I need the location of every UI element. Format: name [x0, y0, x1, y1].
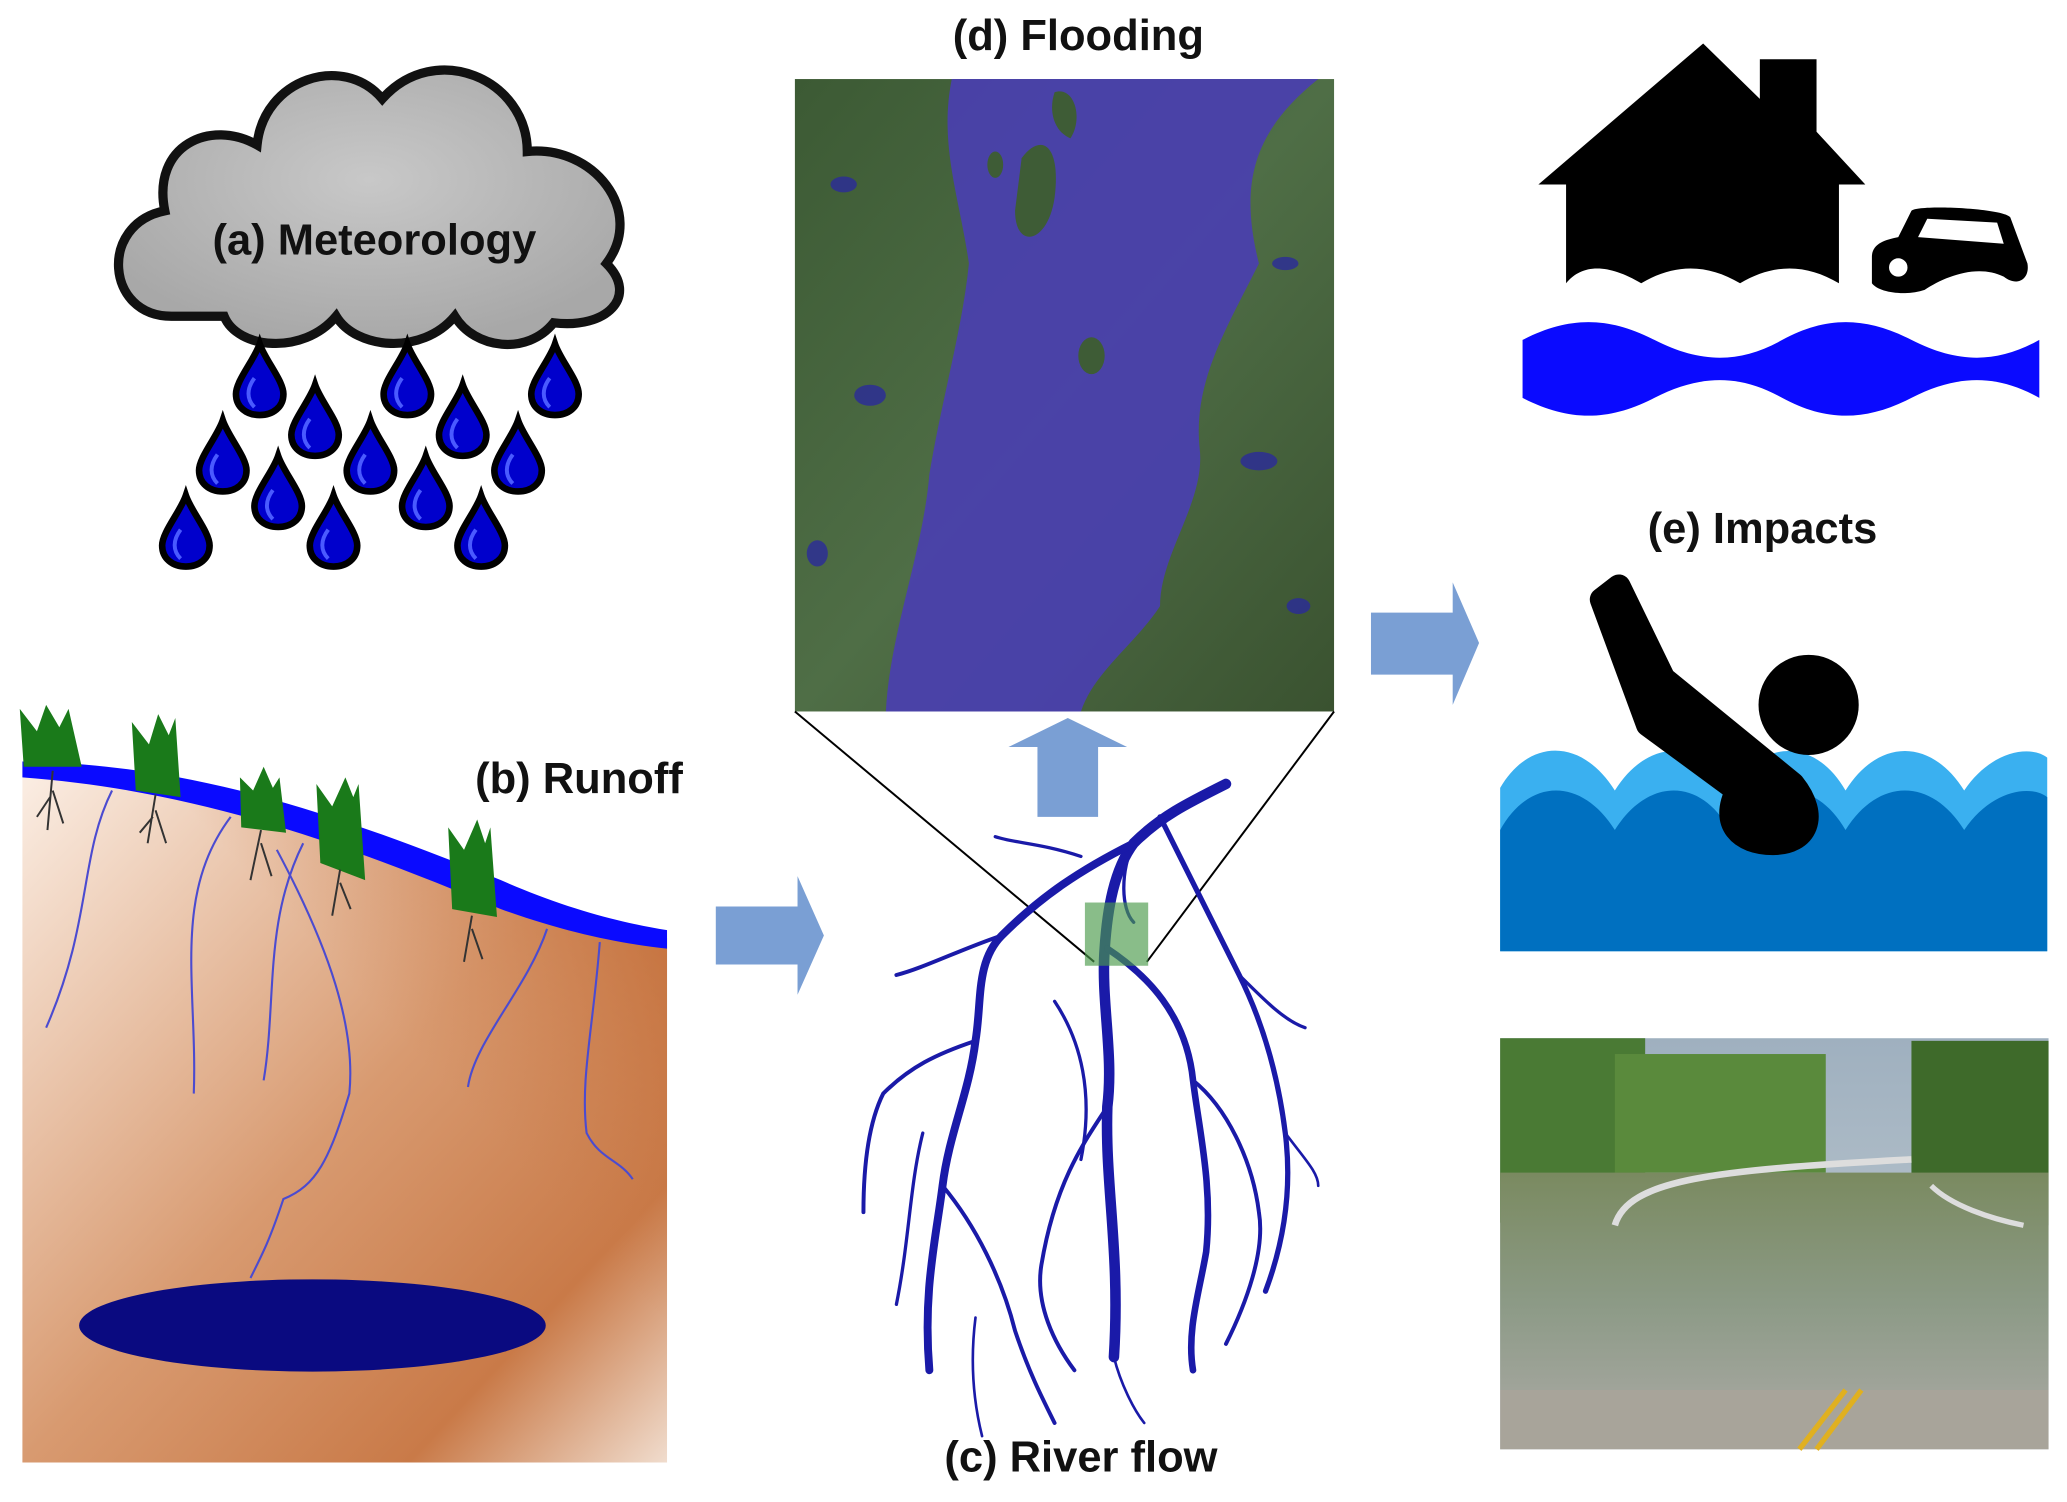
label-meteorology: (a) Meteorology: [212, 216, 536, 264]
islands: [987, 91, 1105, 375]
surface-runoff-water: [22, 761, 668, 949]
raindrops-icon: [162, 344, 579, 567]
impacts-panel: (e) Impacts: [1500, 43, 2049, 1451]
infiltration-paths: [45, 790, 634, 1279]
meteorology-panel: (a) Meteorology: [114, 65, 625, 567]
flood-wave-icon: [1522, 322, 2040, 416]
arrow-right-runoff-to-river: [715, 876, 824, 995]
zoom-region-highlight: [1084, 902, 1149, 966]
label-runoff: (b) Runoff: [475, 755, 683, 803]
river-network: [861, 778, 1320, 1438]
flooded-house-icon: [1522, 43, 2040, 416]
roots: [36, 770, 484, 962]
cloud-icon: [114, 65, 625, 349]
arrow-right-flooding-to-impacts: [1370, 582, 1480, 705]
groundwater-aquifer: [79, 1279, 546, 1372]
label-flooding: (d) Flooding: [953, 12, 1204, 60]
flooded-river-area: [885, 79, 1319, 712]
grass-icons: [19, 704, 497, 918]
label-river-flow: (c) River flow: [944, 1434, 1217, 1482]
runoff-panel: (b) Runoff: [19, 704, 683, 1463]
river-network-panel: (c) River flow: [861, 778, 1320, 1482]
arrow-up-river-to-flooding: [1008, 718, 1128, 817]
flooding-panel: (d) Flooding: [794, 12, 1335, 963]
drowning-person-icon: [1500, 574, 2048, 952]
label-impacts: (e) Impacts: [1648, 505, 1878, 553]
flooded-road-photo: [1500, 1038, 2049, 1451]
